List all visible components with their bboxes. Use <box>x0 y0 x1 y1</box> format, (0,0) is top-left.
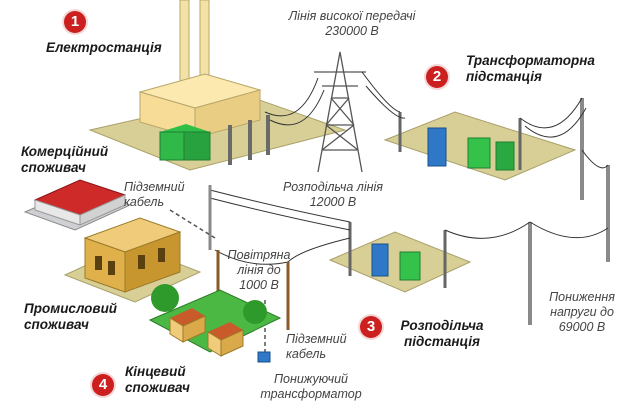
industrial-building-illustration <box>65 218 200 302</box>
step-3-badge: 3 <box>360 316 382 338</box>
step-down-transformer-label: Понижуючий трансформатор <box>256 372 366 402</box>
transformer-substation-label: Трансформаторна підстанція <box>466 53 595 85</box>
transmission-line-label: Лінія високої передачі 230000 В <box>262 9 442 39</box>
industrial-consumer-label: Промисловий споживач <box>24 301 117 333</box>
overhead-line-label: Повітряна лінія до 1000 В <box>204 248 314 293</box>
distribution-line-label: Розподільча лінія 12000 В <box>258 180 408 210</box>
power-lines <box>210 72 608 264</box>
distribution-substation-label: Розподільча підстанція <box>386 318 498 350</box>
underground-cable-label: Підземний кабель <box>124 180 185 210</box>
power-plant-label: Електростанція <box>46 40 162 56</box>
commercial-consumer-label: Комерційний споживач <box>21 144 108 176</box>
transmission-tower-illustration <box>314 52 366 172</box>
underground-cable-bottom-label: Підземний кабель <box>286 332 347 362</box>
distribution-substation-illustration <box>330 222 530 325</box>
commercial-building-illustration <box>25 180 130 230</box>
residential-houses-illustration <box>150 284 280 362</box>
step-2-badge: 2 <box>426 66 448 88</box>
step-4-badge: 4 <box>92 374 114 396</box>
voltage-reduction-label: Пониження напруги до 69000 В <box>533 290 631 335</box>
end-consumer-label: Кінцевий споживач <box>125 364 190 396</box>
step-1-badge: 1 <box>64 11 86 33</box>
